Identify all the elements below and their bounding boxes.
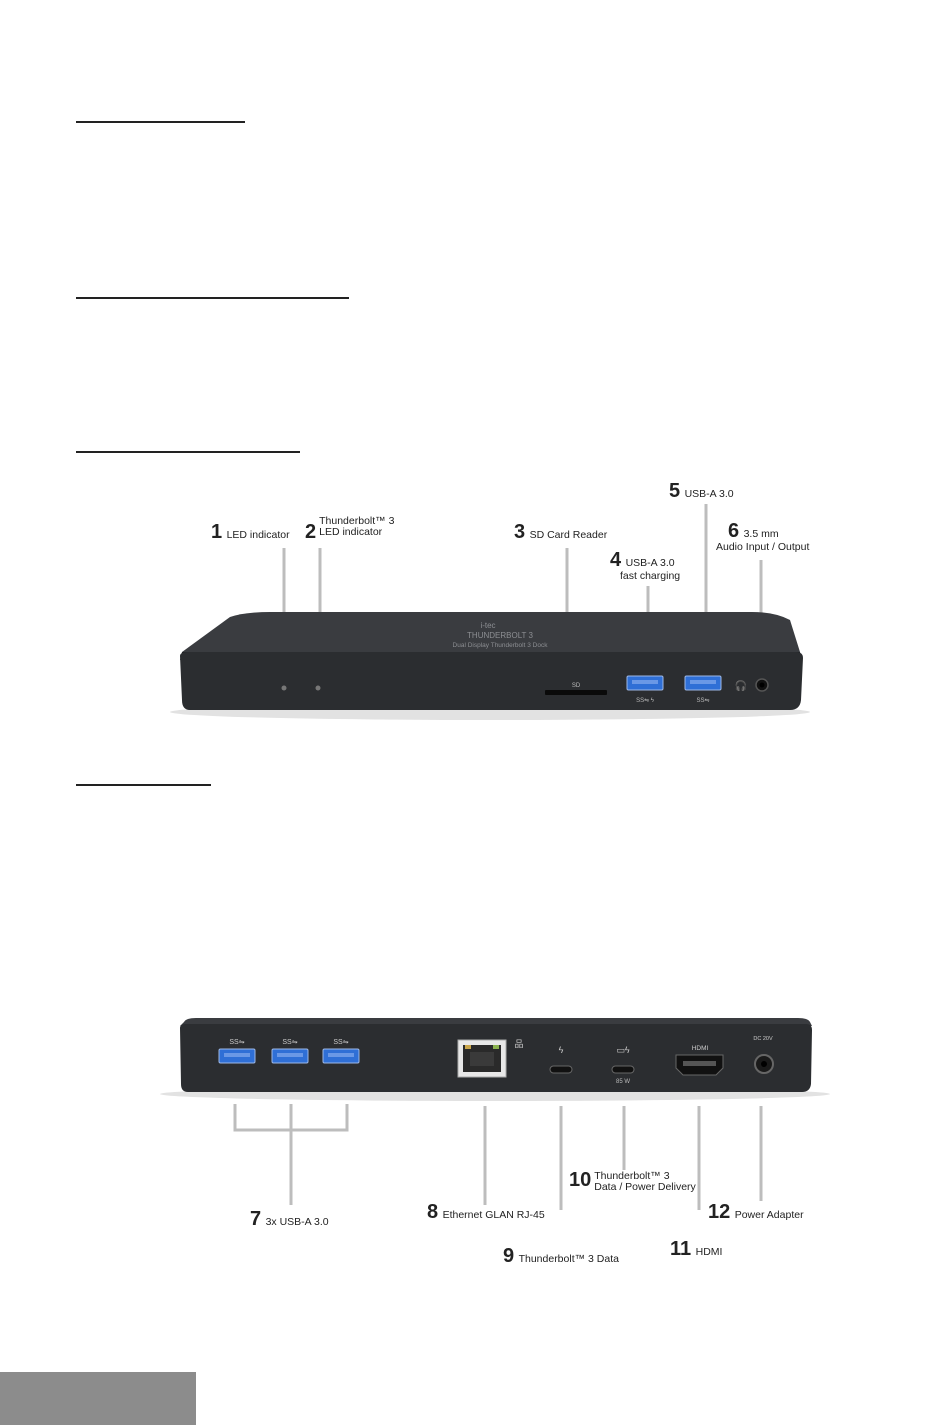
usb-superspeed-icon: SS⇋ bbox=[229, 1039, 244, 1046]
callout-text: 3.5 mm bbox=[743, 528, 779, 540]
callout-number: 3 bbox=[514, 521, 526, 543]
callout-text-2: LED indicator bbox=[319, 526, 383, 539]
tb-power-rating: 85 W bbox=[616, 1079, 630, 1085]
usb-superspeed-icon: SS⇋ bbox=[282, 1039, 297, 1046]
callout-text: USB-A 3.0 bbox=[684, 488, 734, 500]
usb-superspeed-icon: SS⇋ ϟ bbox=[636, 697, 655, 704]
callout-number: 8 bbox=[427, 1201, 439, 1223]
callout-usb-a: 5 USB-A 3.0 bbox=[669, 481, 734, 502]
sd-label: SD bbox=[572, 683, 581, 689]
callout-number: 2 bbox=[305, 521, 317, 543]
callout-tb3-power-delivery: 10 Thunderbolt™ 3 Data / Power Delivery bbox=[569, 1169, 696, 1193]
section-rule-3 bbox=[76, 451, 300, 453]
model-label-1: THUNDERBOLT 3 bbox=[467, 631, 533, 640]
brand-label: i-tec bbox=[480, 621, 495, 630]
callout-text: LED indicator bbox=[226, 529, 290, 541]
callout-text-2: Data / Power Delivery bbox=[594, 1181, 696, 1194]
section-rule-1 bbox=[76, 121, 245, 123]
callout-usb-fast-charging: 4 USB-A 3.0 fast charging bbox=[610, 550, 680, 582]
usb-superspeed-icon: SS⇋ bbox=[333, 1039, 348, 1046]
callout-text: Thunderbolt™ 3 bbox=[594, 1170, 670, 1182]
thunderbolt-icon: ϟ bbox=[559, 1045, 564, 1055]
callout-number: 12 bbox=[708, 1201, 731, 1223]
page-footer-block bbox=[0, 1372, 196, 1425]
laptop-charge-icon: ▭ϟ bbox=[616, 1045, 630, 1055]
dock-back-view: SS⇋ SS⇋ SS⇋ 品 ϟ ▭ϟ 85 W HDMI DC 20V bbox=[160, 1018, 830, 1210]
callout-number: 11 bbox=[670, 1238, 692, 1260]
section-rule-2 bbox=[76, 297, 349, 299]
callout-hdmi: 11 HDMI bbox=[670, 1239, 722, 1260]
thunderbolt-3-data-port bbox=[549, 1065, 573, 1074]
thunderbolt-3-pd-port bbox=[611, 1065, 635, 1074]
callout-number: 1 bbox=[211, 521, 223, 543]
callout-number: 5 bbox=[669, 480, 681, 502]
usb-a-ports-group: SS⇋ SS⇋ SS⇋ bbox=[218, 1039, 360, 1064]
callout-text: HDMI bbox=[695, 1246, 723, 1258]
callout-text: SD Card Reader bbox=[529, 529, 608, 541]
callout-text: Power Adapter bbox=[734, 1209, 804, 1221]
callout-text: Thunderbolt™ 3 bbox=[319, 515, 395, 527]
network-icon: 品 bbox=[514, 1039, 523, 1049]
callout-text: Thunderbolt™ 3 Data bbox=[518, 1253, 619, 1265]
dock-front-view: i-tec THUNDERBOLT 3 Dual Display Thunder… bbox=[170, 504, 810, 720]
callout-number: 4 bbox=[610, 549, 622, 571]
callout-power-adapter: 12 Power Adapter bbox=[708, 1202, 804, 1223]
section-rule-4 bbox=[76, 784, 211, 786]
callout-text: USB-A 3.0 bbox=[625, 557, 675, 569]
callout-3x-usb: 7 3x USB-A 3.0 bbox=[250, 1209, 329, 1230]
callout-audio: 6 3.5 mm Audio Input / Output bbox=[716, 521, 809, 553]
callout-tb3-data: 9 Thunderbolt™ 3 Data bbox=[503, 1246, 619, 1267]
callout-number: 7 bbox=[250, 1208, 262, 1230]
callout-number: 10 bbox=[569, 1169, 592, 1191]
callout-number: 6 bbox=[728, 520, 740, 542]
callout-ethernet: 8 Ethernet GLAN RJ-45 bbox=[427, 1202, 545, 1223]
headphone-icon: 🎧 bbox=[735, 679, 747, 692]
led-indicator bbox=[281, 685, 287, 691]
callout-text-2: Audio Input / Output bbox=[716, 541, 810, 553]
sd-card-slot bbox=[545, 690, 607, 695]
model-label-2: Dual Display Thunderbolt 3 Dock bbox=[453, 642, 549, 649]
usb-superspeed-icon: SS⇋ bbox=[696, 697, 709, 704]
hdmi-label: HDMI bbox=[692, 1045, 709, 1052]
callout-text-2: fast charging bbox=[620, 570, 681, 582]
callout-text: 3x USB-A 3.0 bbox=[265, 1216, 329, 1228]
callout-tb3-led: 2 Thunderbolt™ 3 LED indicator bbox=[305, 515, 395, 543]
tb3-led-indicator bbox=[315, 685, 321, 691]
callout-sd-card-reader: 3 SD Card Reader bbox=[514, 522, 607, 543]
dc-input-label: DC 20V bbox=[753, 1036, 773, 1042]
callout-text: Ethernet GLAN RJ-45 bbox=[442, 1209, 545, 1221]
callout-number: 9 bbox=[503, 1245, 515, 1267]
callout-led-indicator: 1 LED indicator bbox=[211, 522, 290, 543]
